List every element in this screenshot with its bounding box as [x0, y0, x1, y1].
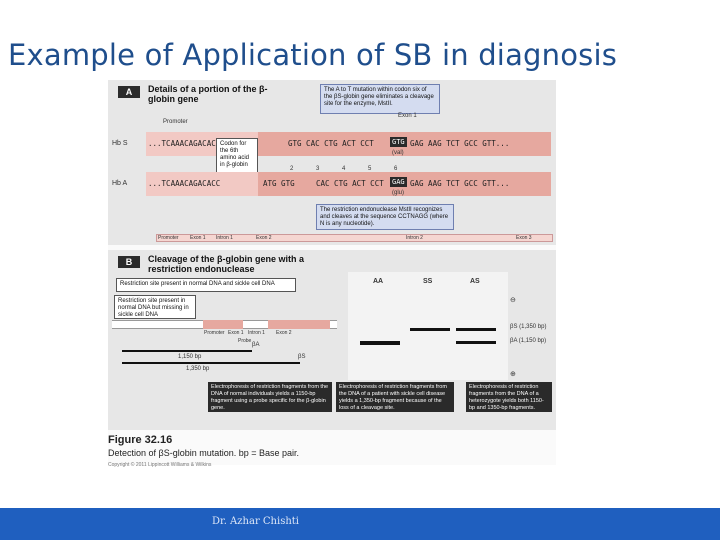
plus-sign: ⊕	[510, 371, 516, 378]
bmap-promoter: Promoter	[204, 330, 225, 336]
missing-callout: Restriction site present in normal DNA b…	[114, 295, 196, 319]
hbs-label: Hb S	[112, 140, 128, 147]
probe-label: Probe	[238, 338, 252, 344]
beta-s-label: βS	[298, 354, 306, 360]
band-as-ba	[456, 341, 496, 344]
beta-a-label: βA	[252, 342, 260, 348]
figure-description: Detection of βS-globin mutation. bp = Ba…	[108, 448, 300, 458]
map-exon3: Exon 3	[516, 235, 532, 241]
hbs-val: (val)	[392, 150, 404, 156]
panel-a: A Details of a portion of the β-globin g…	[108, 80, 556, 245]
hba-codon6: GAG	[390, 177, 407, 187]
map-intron2: Intron 2	[406, 235, 423, 241]
codon-num-6: 6	[394, 166, 398, 172]
callout-heterozygote: Electrophoresis of restriction fragments…	[466, 382, 552, 412]
hba-seq-left: ...TCAAACAGACACC	[148, 179, 221, 188]
figure-label: Figure 32.16	[108, 434, 173, 446]
codon-num-2: 2	[290, 166, 294, 172]
site-callout: Restriction site present in normal DNA a…	[116, 278, 296, 292]
exon1-block	[203, 320, 243, 329]
codon-num-4: 4	[342, 166, 346, 172]
bmap-exon1: Exon 1	[228, 330, 244, 336]
panel-a-badge: A	[118, 86, 140, 98]
footer-author: Dr. Azhar Chishti	[212, 516, 299, 527]
map-exon1: Exon 1	[190, 235, 206, 241]
band-ss-bs	[410, 328, 450, 331]
hba-seq-tail: GAG AAG TCT GCC GTT...	[410, 179, 510, 188]
lane-as: AS	[470, 278, 480, 285]
map-intron1: Intron 1	[216, 235, 233, 241]
map-promoter: Promoter	[158, 235, 179, 241]
slide-title: Example of Application of SB in diagnosi…	[8, 38, 618, 72]
minus-sign: ⊖	[510, 297, 516, 304]
frag-1350-line	[122, 362, 300, 364]
hba-atg: ATG GTG	[263, 179, 295, 188]
hba-glu: (glu)	[392, 190, 405, 196]
exon1-label: Exon 1	[398, 113, 417, 119]
panel-b: B Cleavage of the β-globin gene with a r…	[108, 250, 556, 430]
gene-map-bar	[156, 234, 553, 242]
copyright-text: Copyright © 2011 Lippincott Williams & W…	[108, 462, 212, 468]
enzyme-callout: The restriction endonuclease MstII recog…	[316, 204, 454, 230]
band-as-bs	[456, 328, 496, 331]
exon2-block	[268, 320, 330, 329]
frag-1150-label: 1,150 bp	[178, 354, 202, 360]
band-bs-label: βS (1,350 bp)	[510, 324, 547, 330]
bmap-exon2: Exon 2	[276, 330, 292, 336]
map-exon2: Exon 2	[256, 235, 272, 241]
figure-32-16: A Details of a portion of the β-globin g…	[108, 80, 556, 468]
gel	[348, 272, 508, 380]
hba-seq-right: CAC CTG ACT CCT	[316, 179, 384, 188]
hbs-seq-right: GTG CAC CTG ACT CCT	[288, 139, 374, 148]
panel-b-badge: B	[118, 256, 140, 268]
hbs-seq-tail: GAG AAG TCT GCC GTT...	[410, 139, 510, 148]
callout-normal: Electrophoresis of restriction fragments…	[208, 382, 332, 412]
promoter-label: Promoter	[163, 119, 188, 125]
hbs-seq-left: ...TCAAACAGACACC	[148, 139, 221, 148]
hbs-codon6: GTG	[390, 137, 407, 147]
codon-num-5: 5	[368, 166, 372, 172]
band-ba-label: βA (1,150 bp)	[510, 338, 547, 344]
hba-label: Hb A	[112, 180, 128, 187]
footer-bar: Dr. Azhar Chishti	[0, 508, 720, 540]
lane-aa: AA	[373, 278, 384, 285]
panel-a-title: Details of a portion of the β-globin gen…	[148, 84, 268, 104]
frag-1350-label: 1,350 bp	[186, 366, 210, 372]
mutation-callout: The A to T mutation within codon six of …	[320, 84, 440, 114]
panel-b-title: Cleavage of the β-globin gene with a res…	[148, 254, 305, 274]
band-aa-ba	[360, 341, 400, 345]
callout-sickle: Electrophoresis of restriction fragments…	[336, 382, 454, 412]
codon-num-3: 3	[316, 166, 320, 172]
lane-ss: SS	[423, 278, 433, 285]
bmap-intron1: Intron 1	[248, 330, 265, 336]
frag-1150-line	[122, 350, 252, 352]
